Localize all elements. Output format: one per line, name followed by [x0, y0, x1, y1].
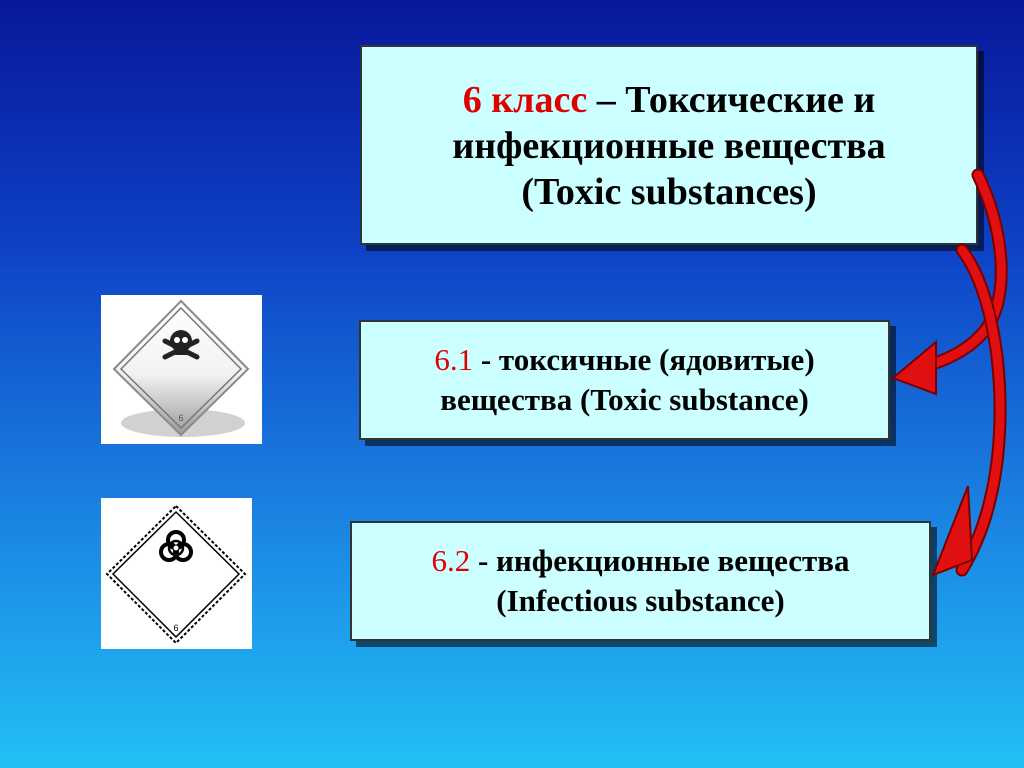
- class-6-2-line-2: (Infectious substance): [496, 583, 785, 618]
- class-6-2-line-1-text: - инфекционные вещества: [470, 543, 850, 578]
- class-6-1-line-2-a: вещества: [440, 382, 580, 417]
- title-line-1-text: – Токсические и: [587, 79, 876, 121]
- class-6-1-line-1-text: - токсичные (ядовитые): [473, 342, 815, 377]
- toxic-hazard-sign: 6: [101, 295, 262, 444]
- title-line-2: инфекционные вещества: [452, 125, 886, 167]
- class-label: 6 класс: [462, 79, 588, 121]
- toxic-sign-number: 6: [178, 413, 183, 423]
- class-6-2-line-1: 6.2 - инфекционные вещества: [431, 541, 849, 581]
- title-line-3: (Toxic substances): [521, 171, 817, 213]
- class-6-1-line-2-b: (Toxic substance): [580, 382, 809, 417]
- class-6-2-box: 6.2 - инфекционные вещества (Infectious …: [350, 521, 931, 641]
- curved-arrow-to-6-2: [931, 243, 1007, 577]
- infectious-hazard-sign: 6: [101, 498, 252, 649]
- infectious-sign-number: 6: [173, 623, 178, 633]
- class-6-1-number: 6.1: [434, 342, 474, 377]
- class-6-1-line-1: 6.1 - токсичные (ядовитые): [434, 340, 814, 380]
- class-6-1-box: 6.1 - токсичные (ядовитые) вещества (Tox…: [359, 320, 890, 440]
- class-6-1-line-2: вещества (Toxic substance): [440, 380, 809, 420]
- biohazard-icon: [159, 530, 193, 562]
- skull-crossbones-icon: [162, 330, 200, 360]
- class-6-title-box: 6 класс – Токсические и инфекционные вещ…: [360, 45, 978, 245]
- title-line-1: 6 класс – Токсические и: [463, 77, 875, 123]
- class-6-2-number: 6.2: [431, 543, 471, 578]
